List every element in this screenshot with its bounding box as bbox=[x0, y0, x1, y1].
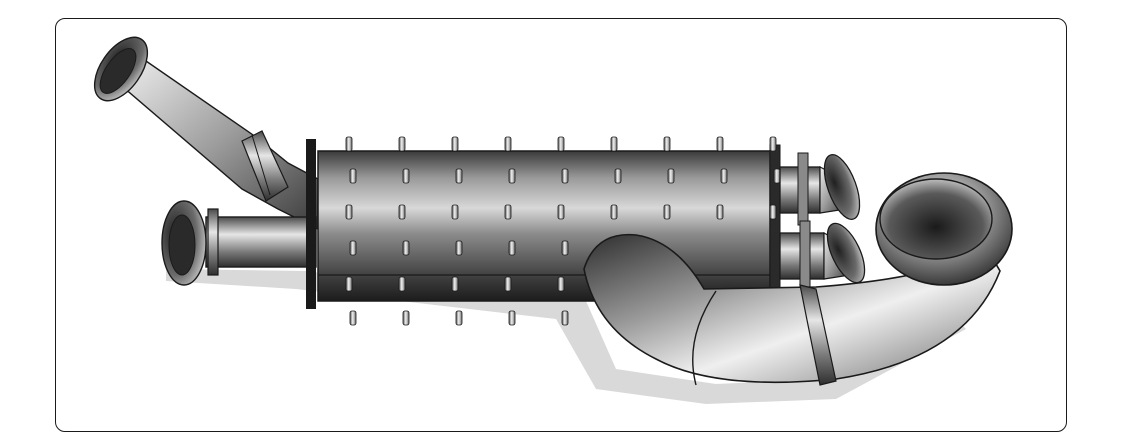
stud bbox=[398, 276, 406, 292]
stud bbox=[451, 204, 459, 220]
upper-outlet-pipe bbox=[779, 152, 861, 226]
stud bbox=[716, 136, 724, 152]
stud bbox=[557, 136, 565, 152]
upper-inlet-pipe bbox=[93, 36, 319, 231]
u-bend-elbow-pipe bbox=[583, 233, 1001, 386]
stud bbox=[508, 240, 516, 256]
stud bbox=[663, 136, 671, 152]
stud bbox=[561, 240, 569, 256]
lower-inlet-pipe bbox=[161, 200, 317, 286]
stud bbox=[561, 310, 569, 326]
stud bbox=[504, 204, 512, 220]
stud bbox=[402, 168, 410, 184]
stud bbox=[349, 240, 357, 256]
stud bbox=[610, 204, 618, 220]
stud bbox=[398, 204, 406, 220]
stud bbox=[451, 276, 459, 292]
stud bbox=[561, 168, 569, 184]
stud bbox=[557, 276, 565, 292]
stud bbox=[716, 204, 724, 220]
stud bbox=[610, 136, 618, 152]
stud bbox=[402, 240, 410, 256]
stud bbox=[504, 136, 512, 152]
stud bbox=[345, 136, 353, 152]
stud bbox=[508, 310, 516, 326]
stud bbox=[345, 204, 353, 220]
stud bbox=[720, 168, 728, 184]
stud bbox=[455, 168, 463, 184]
stud bbox=[508, 168, 516, 184]
stud bbox=[398, 136, 406, 152]
illustration-frame bbox=[55, 18, 1067, 432]
stud bbox=[349, 310, 357, 326]
stud bbox=[769, 136, 777, 152]
stud bbox=[773, 168, 781, 184]
stud bbox=[402, 310, 410, 326]
muffler-body bbox=[306, 139, 781, 309]
lower-outlet-pipe bbox=[779, 220, 866, 292]
stud-array bbox=[345, 136, 781, 326]
stud bbox=[557, 204, 565, 220]
drop-shadow bbox=[166, 269, 966, 404]
bowl-outlet bbox=[875, 172, 1013, 286]
stud bbox=[663, 204, 671, 220]
stud bbox=[504, 276, 512, 292]
stud bbox=[345, 276, 353, 292]
stud bbox=[455, 240, 463, 256]
stud bbox=[451, 136, 459, 152]
stud bbox=[667, 168, 675, 184]
stud bbox=[349, 168, 357, 184]
stud bbox=[614, 168, 622, 184]
exhaust-illustration bbox=[93, 36, 1013, 404]
stud bbox=[455, 310, 463, 326]
stud bbox=[769, 204, 777, 220]
